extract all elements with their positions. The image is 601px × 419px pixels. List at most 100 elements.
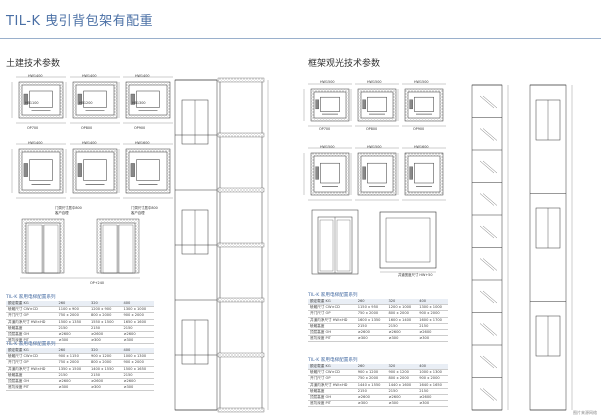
table-cell: 1440 x 1550	[355, 382, 387, 389]
shaft-plan	[21, 151, 61, 191]
shaft-plan	[128, 84, 168, 116]
table-cell: ≥300	[121, 384, 154, 392]
table-cell: 开门尺寸 OP	[308, 310, 356, 318]
table-cell: ≥300	[56, 384, 89, 392]
counterweight	[362, 99, 366, 110]
table-row: 底坑深度 PIT≥300≥300≥300	[6, 384, 154, 392]
table-cell: 750 x 2000	[355, 375, 387, 383]
table-cell: 1150 x 950	[355, 304, 387, 312]
table-cell: 800 x 2000	[88, 359, 122, 367]
table-cell: 1600 x 1350	[355, 317, 387, 324]
floor-slab	[217, 132, 265, 138]
car-plan	[320, 162, 340, 184]
shaft-plan	[407, 155, 441, 193]
glass-mark	[479, 290, 495, 304]
table-cell: 260	[355, 299, 387, 306]
door-panel	[319, 219, 334, 272]
glass-mark	[479, 323, 495, 336]
floor-slab	[217, 242, 265, 248]
door-panel	[102, 224, 118, 274]
title-rule	[0, 38, 601, 39]
table-cell: 2150	[56, 372, 89, 380]
shaft-plan	[360, 91, 394, 119]
table-cell: 900 x 1200	[355, 369, 387, 377]
table-cell: ≥300	[88, 384, 122, 392]
table-row: 顶层高度 OH≥2600≥2600≥2600	[308, 394, 448, 402]
table-cell: 轿厢高度	[308, 388, 356, 396]
counterweight	[315, 166, 319, 180]
table-cell: 400	[417, 364, 448, 371]
shaft-plan	[128, 151, 168, 191]
right-door-dim-label: OP700	[319, 127, 331, 131]
table-cell: 2150	[386, 323, 418, 331]
table-cell: 轿厢高度	[6, 325, 57, 333]
door-panel	[118, 224, 134, 274]
table-cell: 1000 x 1300	[121, 353, 154, 361]
table-cell: 900 x 2000	[417, 310, 448, 318]
plan-dim-label: HW1400	[82, 74, 97, 78]
table-cell: 1600 x 1400	[386, 317, 418, 324]
table-cell: 900 x 2000	[417, 375, 448, 383]
table-cell: ≥2600	[121, 331, 154, 339]
table-cell: 2150	[355, 388, 387, 396]
car-plan	[414, 96, 434, 112]
table-cell: 1200 x 900	[88, 306, 122, 314]
table-cell: 1600 x 1700	[417, 317, 448, 324]
table-cell: 900 x 2000	[121, 312, 154, 320]
table-cell: ≥2600	[88, 331, 122, 339]
glass-mark	[482, 160, 498, 174]
table-cell: 1200 x 1000	[386, 304, 418, 312]
table-title: TIL-K 家用电梯配置系列	[308, 293, 358, 298]
counterweight	[130, 93, 135, 105]
table-row: 底坑深度 PIT≥300≥300≥300	[308, 400, 448, 408]
table-cell: ≥300	[88, 337, 122, 345]
frame-plan-inner	[385, 217, 431, 263]
table-cell: 400	[417, 299, 448, 306]
table-cell: 750 x 2000	[56, 312, 89, 320]
counterweight	[23, 93, 28, 105]
table-cell: ≥2600	[355, 394, 387, 402]
door-dim-label: OP900	[134, 126, 146, 130]
counterweight	[23, 163, 28, 177]
shaft-plan	[407, 91, 441, 119]
right-door-dim-label: OP800	[366, 127, 378, 131]
plan-dim-label: HW1400	[28, 74, 43, 78]
table-cell: 1000 x 1300	[417, 369, 448, 377]
table-cell: 轿厢尺寸 CW×CD	[308, 304, 356, 312]
glass-mark	[482, 355, 498, 369]
table-cell: 1440 x 1600	[386, 382, 418, 389]
table-cell: 1500 x 1350	[56, 319, 89, 326]
table-cell: ≥300	[386, 335, 418, 343]
glass-mark	[482, 193, 498, 206]
glass-mark	[482, 290, 498, 304]
table-cell: 900 x 1200	[88, 353, 122, 361]
table-cell: 800 x 2000	[88, 312, 122, 320]
shaft-plan	[75, 84, 115, 116]
glass-mark	[479, 193, 495, 206]
table-cell: 井道内净尺寸 HW×HD	[308, 317, 356, 324]
car-dim-label: HB1200	[79, 101, 93, 105]
table-cell: 轿厢尺寸 CW×CD	[308, 369, 356, 377]
table-cell: 轿厢尺寸 CW×CD	[6, 306, 57, 314]
table-cell: 顶层高度 OH	[308, 329, 356, 337]
shaft-plan	[21, 84, 61, 116]
table-cell: 900 x 1200	[386, 369, 418, 377]
car-dim-label: HB1100	[25, 101, 39, 105]
door-panel	[27, 224, 43, 274]
shaft-plan	[360, 155, 394, 193]
car-plan	[367, 162, 387, 184]
plan-dim-label: HW1400	[135, 74, 150, 78]
watermark: 图片来源网络	[573, 410, 597, 415]
table-row: 顶层高度 OH≥2600≥2600≥2600	[6, 331, 154, 339]
table-cell: 1100 x 900	[56, 306, 89, 314]
table-cell: 2150	[121, 372, 154, 380]
counterweight	[77, 163, 82, 177]
door-dim-label: OP700	[27, 126, 39, 130]
floor-slab	[217, 187, 265, 193]
